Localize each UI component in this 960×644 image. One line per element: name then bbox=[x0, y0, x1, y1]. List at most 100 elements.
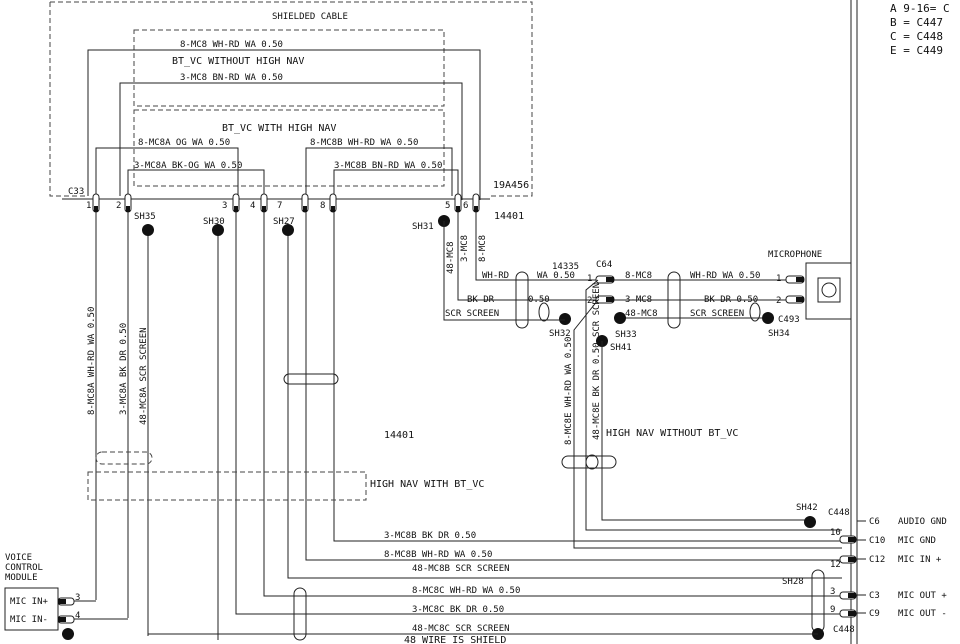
vlabel-8mc8: 8-MC8 bbox=[478, 235, 488, 262]
c33-pin-8: 8 bbox=[320, 201, 325, 211]
bottom-wire-1: 3-MC8B BK DR 0.50 bbox=[384, 531, 476, 541]
bottom-wire-3: 48-MC8B SCR SCREEN bbox=[412, 564, 510, 574]
twist-mark-5 bbox=[561, 455, 617, 469]
sh42-label: SH42 bbox=[796, 503, 818, 513]
bottom-wire-6: 48-MC8C SCR SCREEN bbox=[412, 624, 510, 634]
splice-sh33 bbox=[614, 312, 626, 324]
high-nav-without-label: HIGH NAV WITHOUT BT_VC bbox=[606, 428, 738, 439]
high-nav-with-label: HIGH NAV WITH BT_VC bbox=[370, 479, 484, 490]
twist-mark-7 bbox=[283, 373, 339, 385]
vcm-label-2: CONTROL bbox=[5, 563, 43, 573]
high-nav-with-box bbox=[87, 471, 367, 501]
sub2-wire2b-label: 3-MC8B BN-RD WA 0.50 bbox=[334, 161, 442, 171]
connector-c64: C64 1 2 bbox=[587, 260, 615, 306]
microphone-box: MICROPHONE 1 2 bbox=[768, 250, 852, 320]
wire-8mc8e bbox=[585, 279, 842, 531]
bottom-wire-5: 3-MC8C BK DR 0.50 bbox=[412, 605, 504, 615]
wire-48mc8e bbox=[601, 341, 808, 521]
module-pin-labels: C6 AUDIO GND C10 MIC GND C12 MIC IN + C3… bbox=[857, 517, 947, 619]
pin-c6: C6 bbox=[869, 517, 880, 527]
splice-vcm-shield bbox=[62, 628, 74, 640]
mic-pin-1: 1 bbox=[776, 274, 781, 284]
c64-pin-2: 2 bbox=[587, 296, 592, 306]
legend-line-c: C = C448 bbox=[890, 30, 943, 43]
c448-pin-3: 3 bbox=[830, 587, 835, 597]
splice-sh34 bbox=[762, 312, 774, 324]
sub2-wire1a-label: 8-MC8A OG WA 0.50 bbox=[138, 138, 230, 148]
sh41-label: SH41 bbox=[610, 343, 632, 353]
connector-c448: C448 C448 10 12 3 9 bbox=[828, 508, 857, 635]
vlabel-3mc8a: 3-MC8A BK DR 0.50 bbox=[119, 323, 129, 415]
splice-sh27 bbox=[282, 224, 294, 236]
c33-label: C33 bbox=[68, 187, 84, 197]
wire-48mc8-to-c64 bbox=[443, 221, 520, 321]
c64-48mc8-label: 48-MC8 bbox=[625, 309, 658, 319]
shielded-cable-title: SHIELDED CABLE bbox=[272, 12, 348, 22]
c448-pin-10: 10 bbox=[830, 528, 841, 538]
sh35-label: SH35 bbox=[134, 212, 156, 222]
c33-pin-6: 6 bbox=[463, 201, 468, 211]
sh28-label: SH28 bbox=[782, 577, 804, 587]
microphone-label: MICROPHONE bbox=[768, 250, 822, 260]
sub1-title: BT_VC WITHOUT HIGH NAV bbox=[172, 56, 304, 67]
vlabel-whrd-e: 8-MC8E WH-RD WA 0.50 bbox=[564, 337, 574, 445]
c33-pin-7: 7 bbox=[277, 201, 282, 211]
vlabel-48-e: 48-MC8E BK DR 0.50 SCR SCREEN bbox=[592, 283, 602, 440]
sub1-wire1-label: 8-MC8 WH-RD WA 0.50 bbox=[180, 40, 283, 50]
connector-c33: C33 1 2 3 4 7 8 5 6 bbox=[62, 187, 490, 213]
twist-mark-8 bbox=[95, 451, 153, 465]
mid-scr-screen: SCR SCREEN bbox=[445, 309, 499, 319]
c33-pin-1: 1 bbox=[86, 201, 91, 211]
wire-8mc8-to-c64 bbox=[475, 212, 598, 281]
c64-label: C64 bbox=[596, 260, 612, 270]
c64-scr-label: SCR SCREEN bbox=[690, 309, 744, 319]
splice-sh35 bbox=[142, 224, 154, 236]
legend-line-b: B = C447 bbox=[890, 16, 943, 29]
pin-c9-label: MIC OUT - bbox=[898, 609, 947, 619]
pin-c9: C9 bbox=[869, 609, 880, 619]
vcm-label-3: MODULE bbox=[5, 573, 38, 583]
legend-line-a: A 9-16= C bbox=[890, 2, 950, 15]
c64-whrd-label: WH-RD WA 0.50 bbox=[690, 271, 760, 281]
sub2-wire2a-label: 3-MC8A BK-OG WA 0.50 bbox=[134, 161, 242, 171]
pin-c12: C12 bbox=[869, 555, 885, 565]
pin-c10: C10 bbox=[869, 536, 885, 546]
bottom-wire-2: 8-MC8B WH-RD WA 0.50 bbox=[384, 550, 492, 560]
twist-mark-6 bbox=[585, 454, 599, 470]
voice-control-module: VOICE CONTROL MODULE MIC IN+ MIC IN- 3 4 bbox=[4, 553, 128, 640]
vlabel-48mc8a: 48-MC8A SCR SCREEN bbox=[139, 327, 149, 425]
c448-bottom-label: C448 bbox=[833, 625, 855, 635]
wire-3mc8-to-c64 bbox=[457, 212, 598, 301]
sh33-label: SH33 bbox=[615, 330, 637, 340]
bt-vc-without-high-nav-box: 8-MC8 WH-RD WA 0.50 BT_VC WITHOUT HIGH N… bbox=[133, 29, 445, 107]
c448-pin-9: 9 bbox=[830, 605, 835, 615]
vlabel-48mc8: 48-MC8 bbox=[446, 241, 456, 274]
pin-c3-label: MIC OUT + bbox=[898, 591, 947, 601]
twist-mark-2 bbox=[538, 302, 550, 322]
mid-wa050: WA 0.50 bbox=[537, 271, 575, 281]
vcm-mic-in-minus: MIC IN- bbox=[10, 615, 48, 625]
mid-bk-dr: BK DR bbox=[467, 295, 495, 305]
c448-top-label: C448 bbox=[828, 508, 850, 518]
sub2-wire1b-label: 8-MC8B WH-RD WA 0.50 bbox=[310, 138, 418, 148]
sh31-label: SH31 bbox=[412, 222, 434, 232]
harness-14335: 14335 bbox=[552, 262, 579, 272]
sh34-label: SH34 bbox=[768, 329, 790, 339]
shielded-cable-box: SHIELDED CABLE bbox=[49, 1, 533, 197]
c493-label: C493 bbox=[778, 315, 800, 325]
legend: A 9-16= C B = C447 C = C448 E = C449 bbox=[890, 2, 950, 57]
vcm-mic-in-plus: MIC IN+ bbox=[10, 597, 49, 607]
harness-19a456: 19A456 bbox=[493, 180, 529, 191]
twist-mark-4 bbox=[749, 302, 761, 322]
legend-line-e: E = C449 bbox=[890, 44, 943, 57]
c33-pin-3: 3 bbox=[222, 201, 227, 211]
pin-c6-label: AUDIO GND bbox=[898, 517, 947, 527]
pin-c12-label: MIC IN + bbox=[898, 555, 942, 565]
vcm-pin-3: 3 bbox=[75, 593, 80, 603]
vertical-wires bbox=[95, 212, 842, 640]
top-wires bbox=[87, 49, 481, 200]
c64-8mc8-label: 8-MC8 bbox=[625, 271, 652, 281]
harness-14401-top: 14401 bbox=[494, 211, 524, 222]
sub2-title: BT_VC WITH HIGH NAV bbox=[222, 123, 336, 134]
